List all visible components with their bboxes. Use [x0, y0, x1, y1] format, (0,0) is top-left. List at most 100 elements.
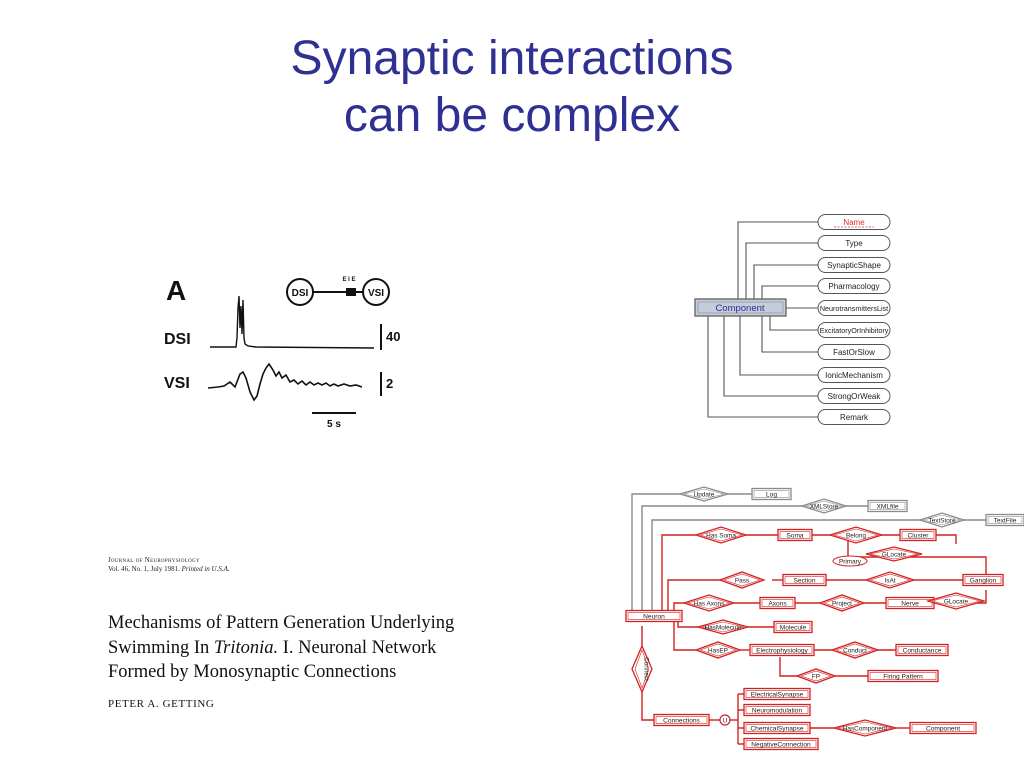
entity-inner-section	[784, 576, 825, 584]
tree-attribute-label-7: IonicMechanism	[825, 371, 883, 380]
relationship-diamond-fp	[795, 668, 837, 684]
synapse-terminal	[346, 288, 356, 296]
paper-title: Mechanisms of Pattern Generation Underly…	[108, 611, 528, 685]
relationship-label-has-molecule: HasMolecule	[705, 624, 742, 631]
primary-attribute-label: Primary	[839, 558, 862, 565]
relationship-diamond-conduct	[830, 641, 880, 659]
primary-attribute-oval	[832, 555, 868, 567]
relationship-diamond-belong	[827, 526, 885, 544]
paper-title-line-2-end: I. Neuronal Network	[278, 637, 437, 658]
union-circle	[719, 714, 731, 726]
relationship-label-has-ep: HasEP	[708, 647, 728, 654]
relationship-inner-update	[683, 488, 725, 500]
relationship-inner-pass	[723, 573, 761, 587]
relationship-inner-has-axons	[686, 596, 732, 610]
tree-connector-1	[745, 242, 818, 299]
entity-label-neuromodulation: Neuromodulation	[752, 708, 803, 715]
tree-connector-6	[761, 316, 818, 353]
relationship-label-xmlstore: XMLStore	[810, 503, 839, 510]
relationship-inner-has-component	[837, 721, 893, 735]
paper-title-species: Tritonia.	[213, 637, 279, 658]
entity-box-neuromodulation	[743, 703, 811, 717]
entity-box-conductance	[895, 643, 949, 657]
relationship-diamond-pass	[718, 571, 766, 589]
relationship-label-conduct: Conduct	[843, 647, 867, 654]
entity-inner-component	[911, 724, 975, 732]
relationship-inner-has-soma	[698, 528, 744, 542]
time-scale-label: 5 s	[327, 419, 341, 428]
entity-label-log: Log	[766, 492, 777, 499]
tree-attribute-label-2: SynapticShape	[827, 261, 881, 270]
entity-inner-electrical-synapse	[745, 690, 809, 698]
entity-label-molecule: Molecule	[780, 625, 807, 632]
paper-title-line-3: Formed by Monosynaptic Connections	[108, 662, 397, 682]
entity-label-axons: Axons	[768, 601, 787, 608]
entity-inner-axons	[761, 599, 794, 607]
relationship-diamond-has-soma	[693, 526, 749, 544]
tree-attribute-box-3	[817, 278, 891, 294]
relationship-inner-glocate-top	[869, 548, 919, 560]
entity-label-component: Component	[926, 726, 960, 733]
entity-label-electrical-synapse: ElectricalSynapse	[751, 692, 804, 699]
relationship-inner-conduct	[835, 643, 875, 657]
entity-label-cluster: Cluster	[908, 533, 930, 540]
panel-label: A	[166, 275, 186, 306]
entity-box-textfile	[985, 513, 1024, 527]
relationship-diamond-project	[818, 594, 866, 612]
relationship-label-glocate-top: GLocate	[882, 551, 907, 558]
entity-box-connections	[653, 713, 710, 727]
relationship-diamond-textstore	[917, 512, 967, 528]
relationship-diamond-glocate-top	[865, 546, 923, 562]
component-root-box	[694, 298, 787, 317]
tree-attribute-label-5: ExcitatoryOrInhibitory	[820, 326, 889, 335]
component-tree-diagram: NameTypeSynapticShapePharmacologyNeurotr…	[694, 214, 891, 425]
slide-title: Synaptic interactions can be complex	[0, 30, 1024, 144]
relationship-inner-textstore	[922, 514, 962, 526]
entity-inner-neuromodulation	[745, 706, 809, 714]
relationship-diamond-glocate-mid	[925, 592, 987, 610]
relationship-label-belong: Belong	[846, 532, 866, 539]
dsi-scale-label: 40	[386, 329, 400, 344]
entity-box-section	[782, 573, 827, 587]
entity-box-electrical-synapse	[743, 687, 811, 701]
entity-label-chemical-synapse: ChemicalSynapse	[750, 726, 803, 733]
vsi-trace	[207, 362, 363, 402]
paper-author: PETER A. GETTING	[108, 697, 215, 710]
entity-box-firing-pattern	[867, 669, 939, 683]
relationship-diamond-isat	[863, 571, 917, 589]
vsi-scale-label: 2	[386, 376, 393, 391]
relationship-inner-fp	[800, 670, 832, 682]
entity-inner-negative-connection	[745, 740, 817, 748]
tree-attribute-box-4	[817, 300, 891, 316]
entity-box-neuron	[625, 609, 683, 623]
tree-attribute-boxes: NameTypeSynapticShapePharmacologyNeurotr…	[817, 214, 891, 425]
entity-label-firing-pattern: Firing Pattern	[883, 674, 923, 681]
union-symbol: U	[723, 717, 728, 724]
tree-attribute-label-9: Remark	[840, 413, 869, 422]
vsi-row-label: VSI	[164, 375, 190, 392]
relationship-label-update: Update	[694, 491, 715, 498]
component-root-inner	[697, 301, 784, 314]
entity-label-negative-connection: NegativeConnection	[751, 742, 811, 749]
entity-inner-cluster	[901, 531, 935, 539]
entity-inner-chemical-synapse	[745, 724, 809, 732]
tree-attribute-label-0: Name	[843, 218, 865, 227]
journal-print-note: Printed in U.S.A.	[181, 564, 230, 573]
tree-connector-9	[707, 316, 818, 418]
entity-box-molecule	[773, 620, 813, 634]
tree-attribute-label-3: Pharmacology	[828, 282, 879, 291]
entity-inner-nerve	[887, 599, 933, 607]
entity-label-soma: Soma	[786, 533, 804, 540]
journal-info: Vol. 46, No. 1, July 1981. Printed in U.…	[108, 565, 528, 574]
entity-inner-ganglion	[964, 576, 1002, 584]
relationship-inner-has-ep	[699, 643, 737, 657]
tree-connector-7	[739, 316, 818, 376]
relationship-diamond-has-component	[833, 719, 897, 737]
entity-box-cluster	[899, 528, 937, 542]
tree-attribute-box-0	[817, 214, 891, 230]
entity-inner-soma	[779, 531, 811, 539]
relationship-label-project: Project	[832, 600, 852, 607]
tree-attribute-box-2	[817, 257, 891, 273]
